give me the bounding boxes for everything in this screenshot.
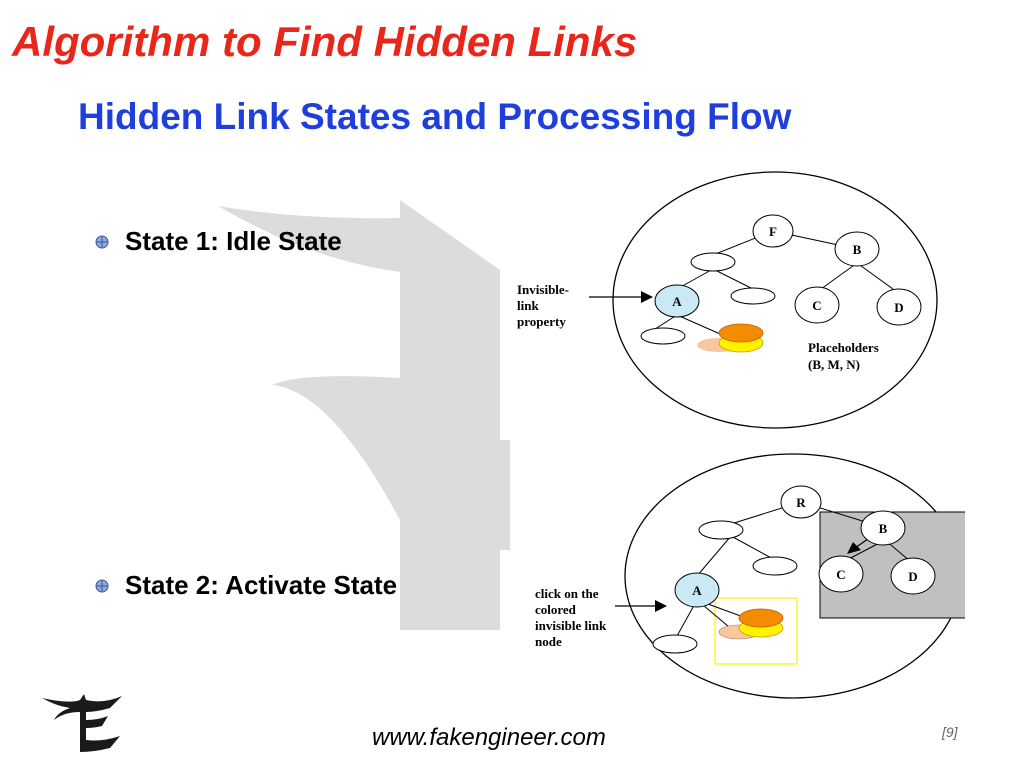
idle-node-c — [794, 286, 840, 324]
idle-node-a-label: A — [672, 294, 682, 309]
idle-node-root — [752, 214, 794, 248]
activate-state-diagram: R B C D A click on the colored invisible… — [535, 453, 965, 699]
placeholders-label-line-2: (B, M, N) — [808, 357, 860, 372]
active-node-b-label: B — [879, 521, 888, 536]
fakengineer-logo-icon — [42, 694, 122, 752]
active-panel-arrow-icon — [847, 542, 861, 554]
idle-annotation-line-1: Invisible- — [517, 282, 569, 297]
idle-node-d-label: D — [894, 300, 903, 315]
active-node-blank-2 — [752, 556, 798, 576]
idle-orange-disk — [718, 323, 764, 343]
placeholders-label-line-1: Placeholders — [808, 340, 879, 355]
active-node-a — [674, 572, 720, 608]
active-node-c-label: C — [836, 567, 845, 582]
active-node-d-label: D — [908, 569, 917, 584]
active-arrow-icon — [655, 600, 667, 612]
active-annotation-line-3: invisible link — [535, 618, 607, 633]
idle-state-diagram: F B A C D Invisible- link property Place… — [517, 171, 938, 429]
idle-node-blank-2 — [730, 287, 776, 305]
active-node-a-label: A — [692, 583, 702, 598]
idle-node-d — [876, 288, 922, 326]
active-node-b — [860, 510, 906, 546]
active-node-blank-1 — [698, 520, 744, 540]
active-node-d — [890, 557, 936, 595]
idle-node-a — [654, 284, 700, 318]
globe-bullet-icon — [95, 579, 109, 592]
globe-bullet-icon — [95, 235, 109, 248]
idle-node-blank-1 — [690, 252, 736, 272]
active-orange-disk — [738, 608, 784, 628]
idle-annotation-line-3: property — [517, 314, 566, 329]
idle-node-b — [834, 231, 880, 267]
active-annotation-line-4: node — [535, 634, 562, 649]
idle-boundary-circle — [612, 171, 938, 429]
idle-annotation-line-2: link — [517, 298, 539, 313]
page-number: [9] — [942, 724, 958, 740]
idle-node-b-label: B — [853, 242, 862, 257]
idle-node-c-label: C — [812, 298, 821, 313]
active-node-c — [818, 555, 864, 593]
slide-title: Algorithm to Find Hidden Links — [12, 18, 638, 65]
idle-node-root-label: F — [769, 224, 777, 239]
bullet-state-2-label: State 2: Activate State — [125, 570, 398, 600]
bullet-state-1: State 1: Idle State — [95, 226, 342, 257]
active-highlight-box — [714, 597, 798, 665]
active-node-blank-3 — [652, 634, 698, 654]
active-node-root-label: R — [796, 495, 806, 510]
idle-arrow-icon — [641, 291, 653, 303]
footer-url: www.fakengineer.com — [372, 724, 606, 751]
active-annotation-line-2: colored — [535, 602, 577, 617]
bullet-state-2: State 2: Activate State — [95, 570, 397, 601]
active-annotation-line-1: click on the — [535, 586, 599, 601]
watermark-logo-icon — [218, 200, 510, 630]
active-node-root — [780, 485, 822, 519]
idle-node-blank-3 — [640, 327, 686, 345]
bullet-state-1-label: State 1: Idle State — [125, 226, 342, 256]
slide-subtitle: Hidden Link States and Processing Flow — [78, 96, 792, 137]
